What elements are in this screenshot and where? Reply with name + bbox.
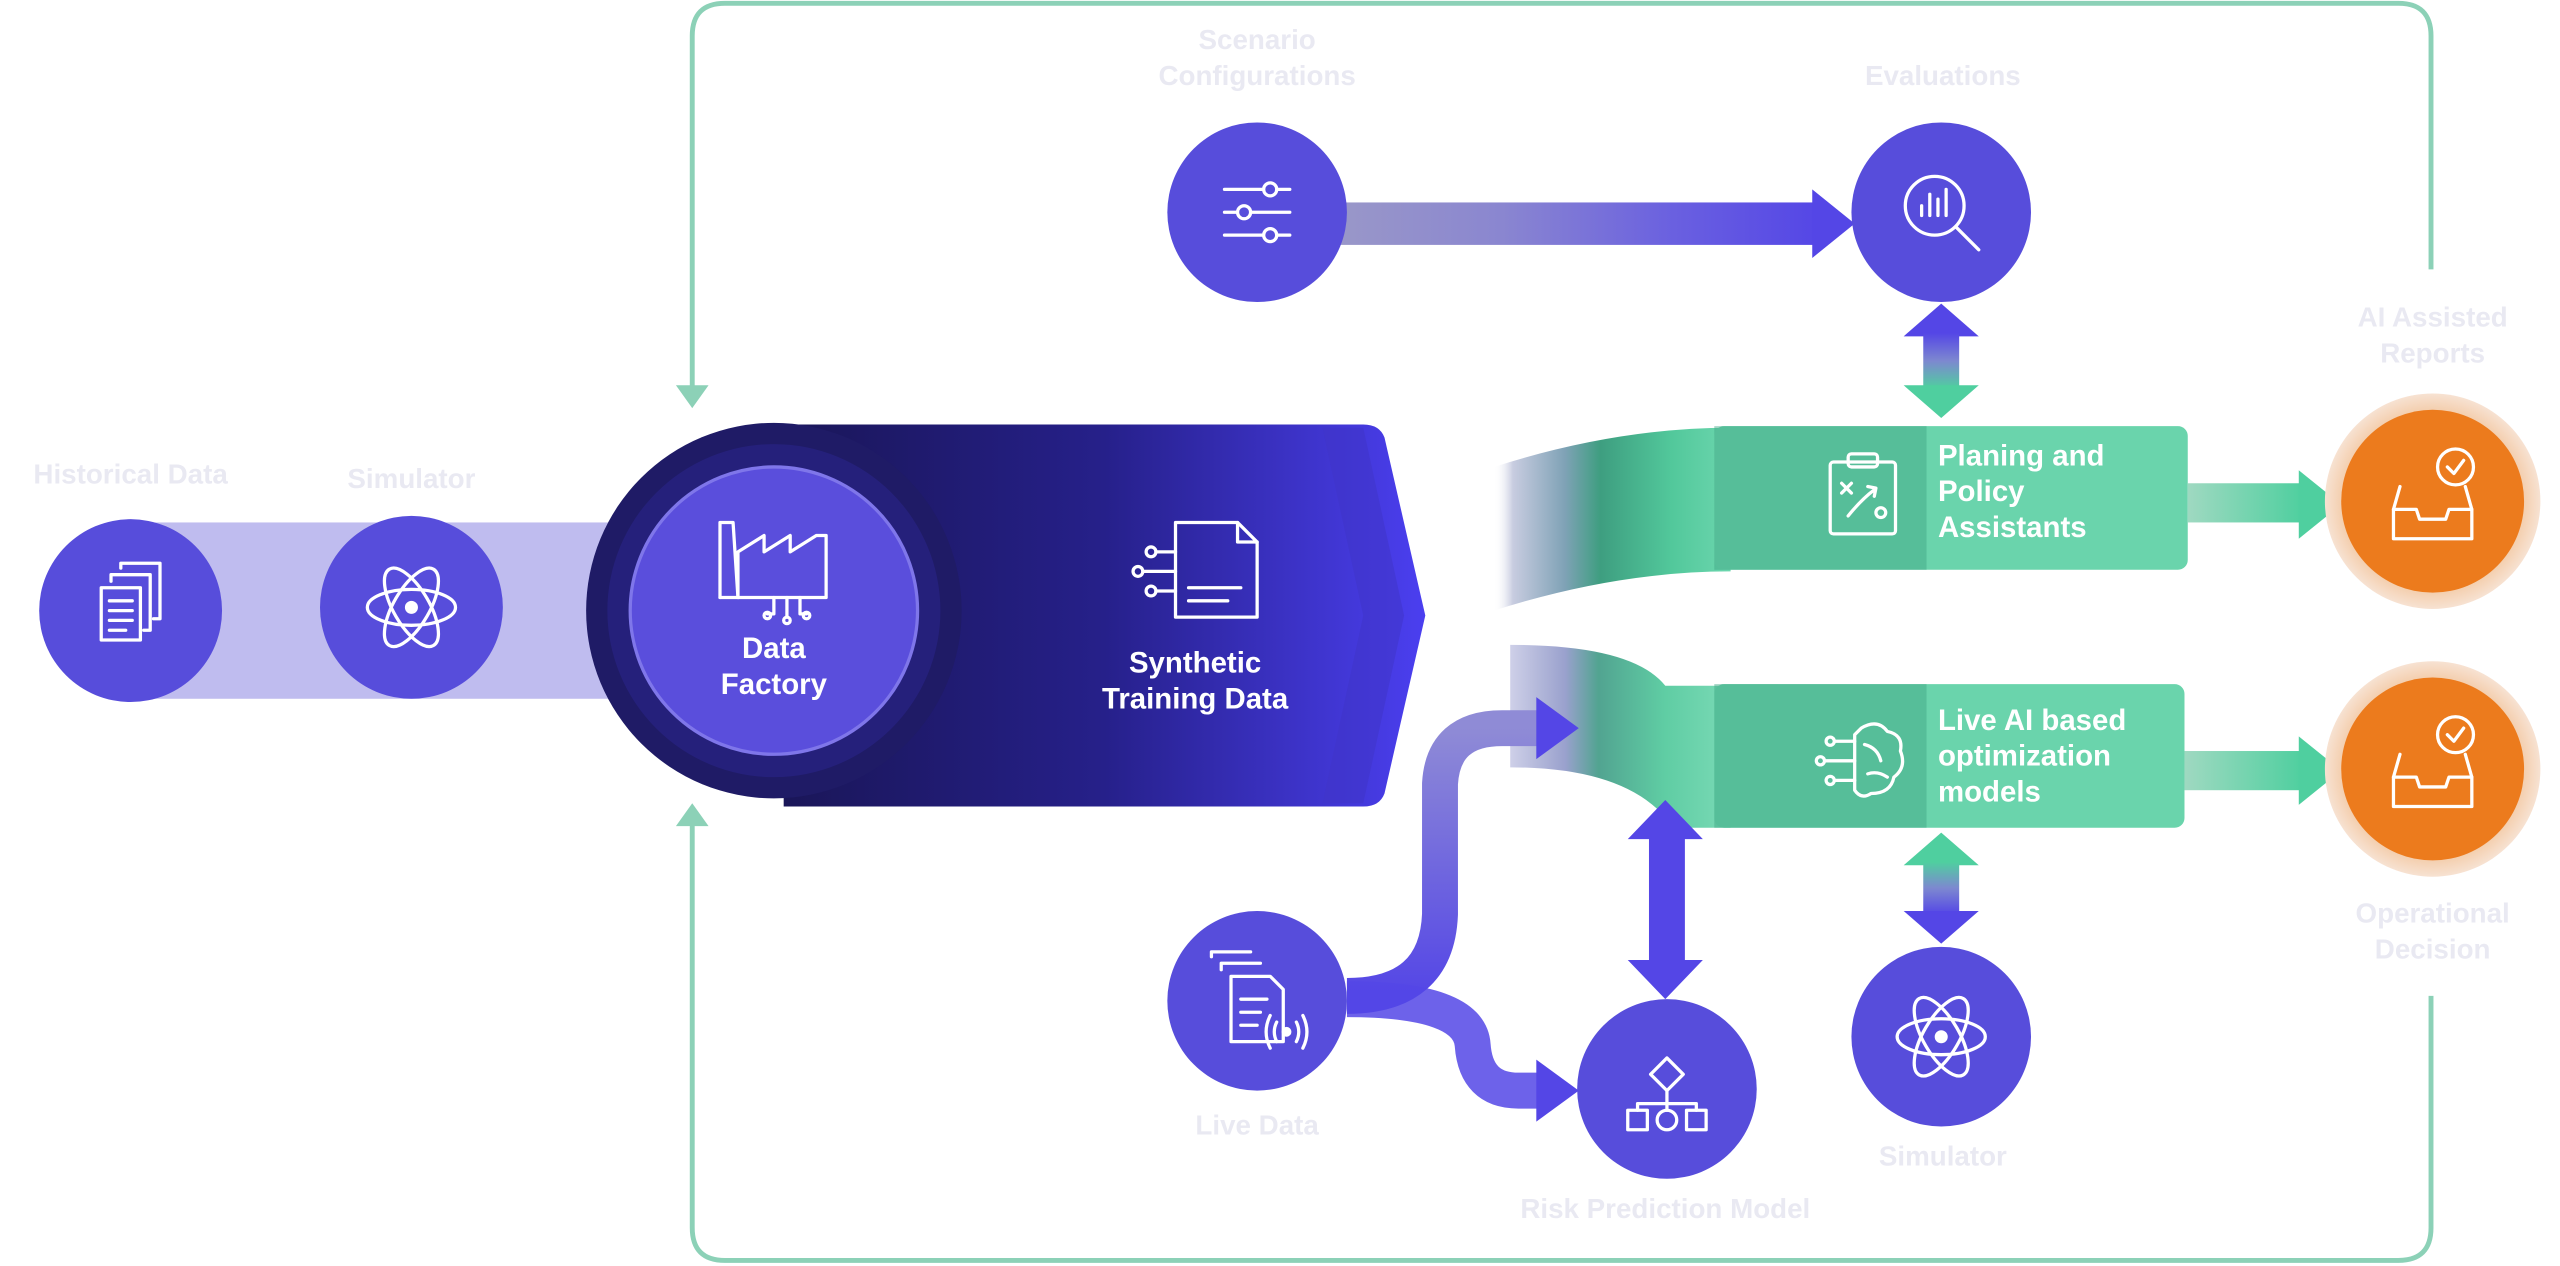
stream-to-live-ai [1510,644,1731,828]
simulator-right-label: Simulator [1878,1141,2007,1173]
stream-to-planning [1493,427,1731,611]
chart-magnifier-icon [1903,174,1981,252]
factory-icon [718,520,828,626]
risk-prediction-model-label: Risk Prediction Model [1520,1193,1811,1225]
operational-decision-node [2341,677,2525,861]
feedback-arrow-bottom [675,803,709,827]
evaluations-node [1851,122,2032,303]
ai-assisted-reports-label: AI Assisted Reports [2357,302,2508,369]
evaluations-label: Evaluations [1864,60,2021,92]
simulator-left-label: Simulator [347,463,476,495]
live-data-label: Live Data [1195,1110,1319,1142]
synthetic-training-data-title: Synthetic Training Data [1102,646,1289,716]
scenario-configurations-label: Scenario Configurations [1158,24,1356,92]
clipboard-strategy-icon [1828,452,1898,536]
synthetic-data-chevron [783,424,1426,807]
feedback-loop [689,0,2434,1263]
live-ai-panel-title: Live AI based optimization models [1937,703,2127,809]
ai-assisted-reports-node [2341,409,2525,593]
sliders-icon [1222,181,1292,244]
atom-icon [1895,995,1987,1078]
planning-panel-title: Planing and Policy Assistants [1937,439,2105,544]
live-ai-panel [1714,684,2185,828]
feedback-arrow-top [675,385,709,409]
atom-icon [365,566,458,649]
operational-decision-label: Operational Decision [2355,897,2510,965]
inbox-check-icon [2391,447,2476,541]
flowchart-icon [1626,1056,1708,1132]
inbox-check-icon [2391,715,2476,809]
brain-circuit-icon [1814,722,1905,798]
ai-document-icon [1131,520,1259,619]
data-factory-title: Data Factory [720,631,827,701]
historical-data-label: Historical Data [33,458,228,490]
documents-icon [99,561,162,642]
documents-signal-icon [1209,950,1309,1050]
